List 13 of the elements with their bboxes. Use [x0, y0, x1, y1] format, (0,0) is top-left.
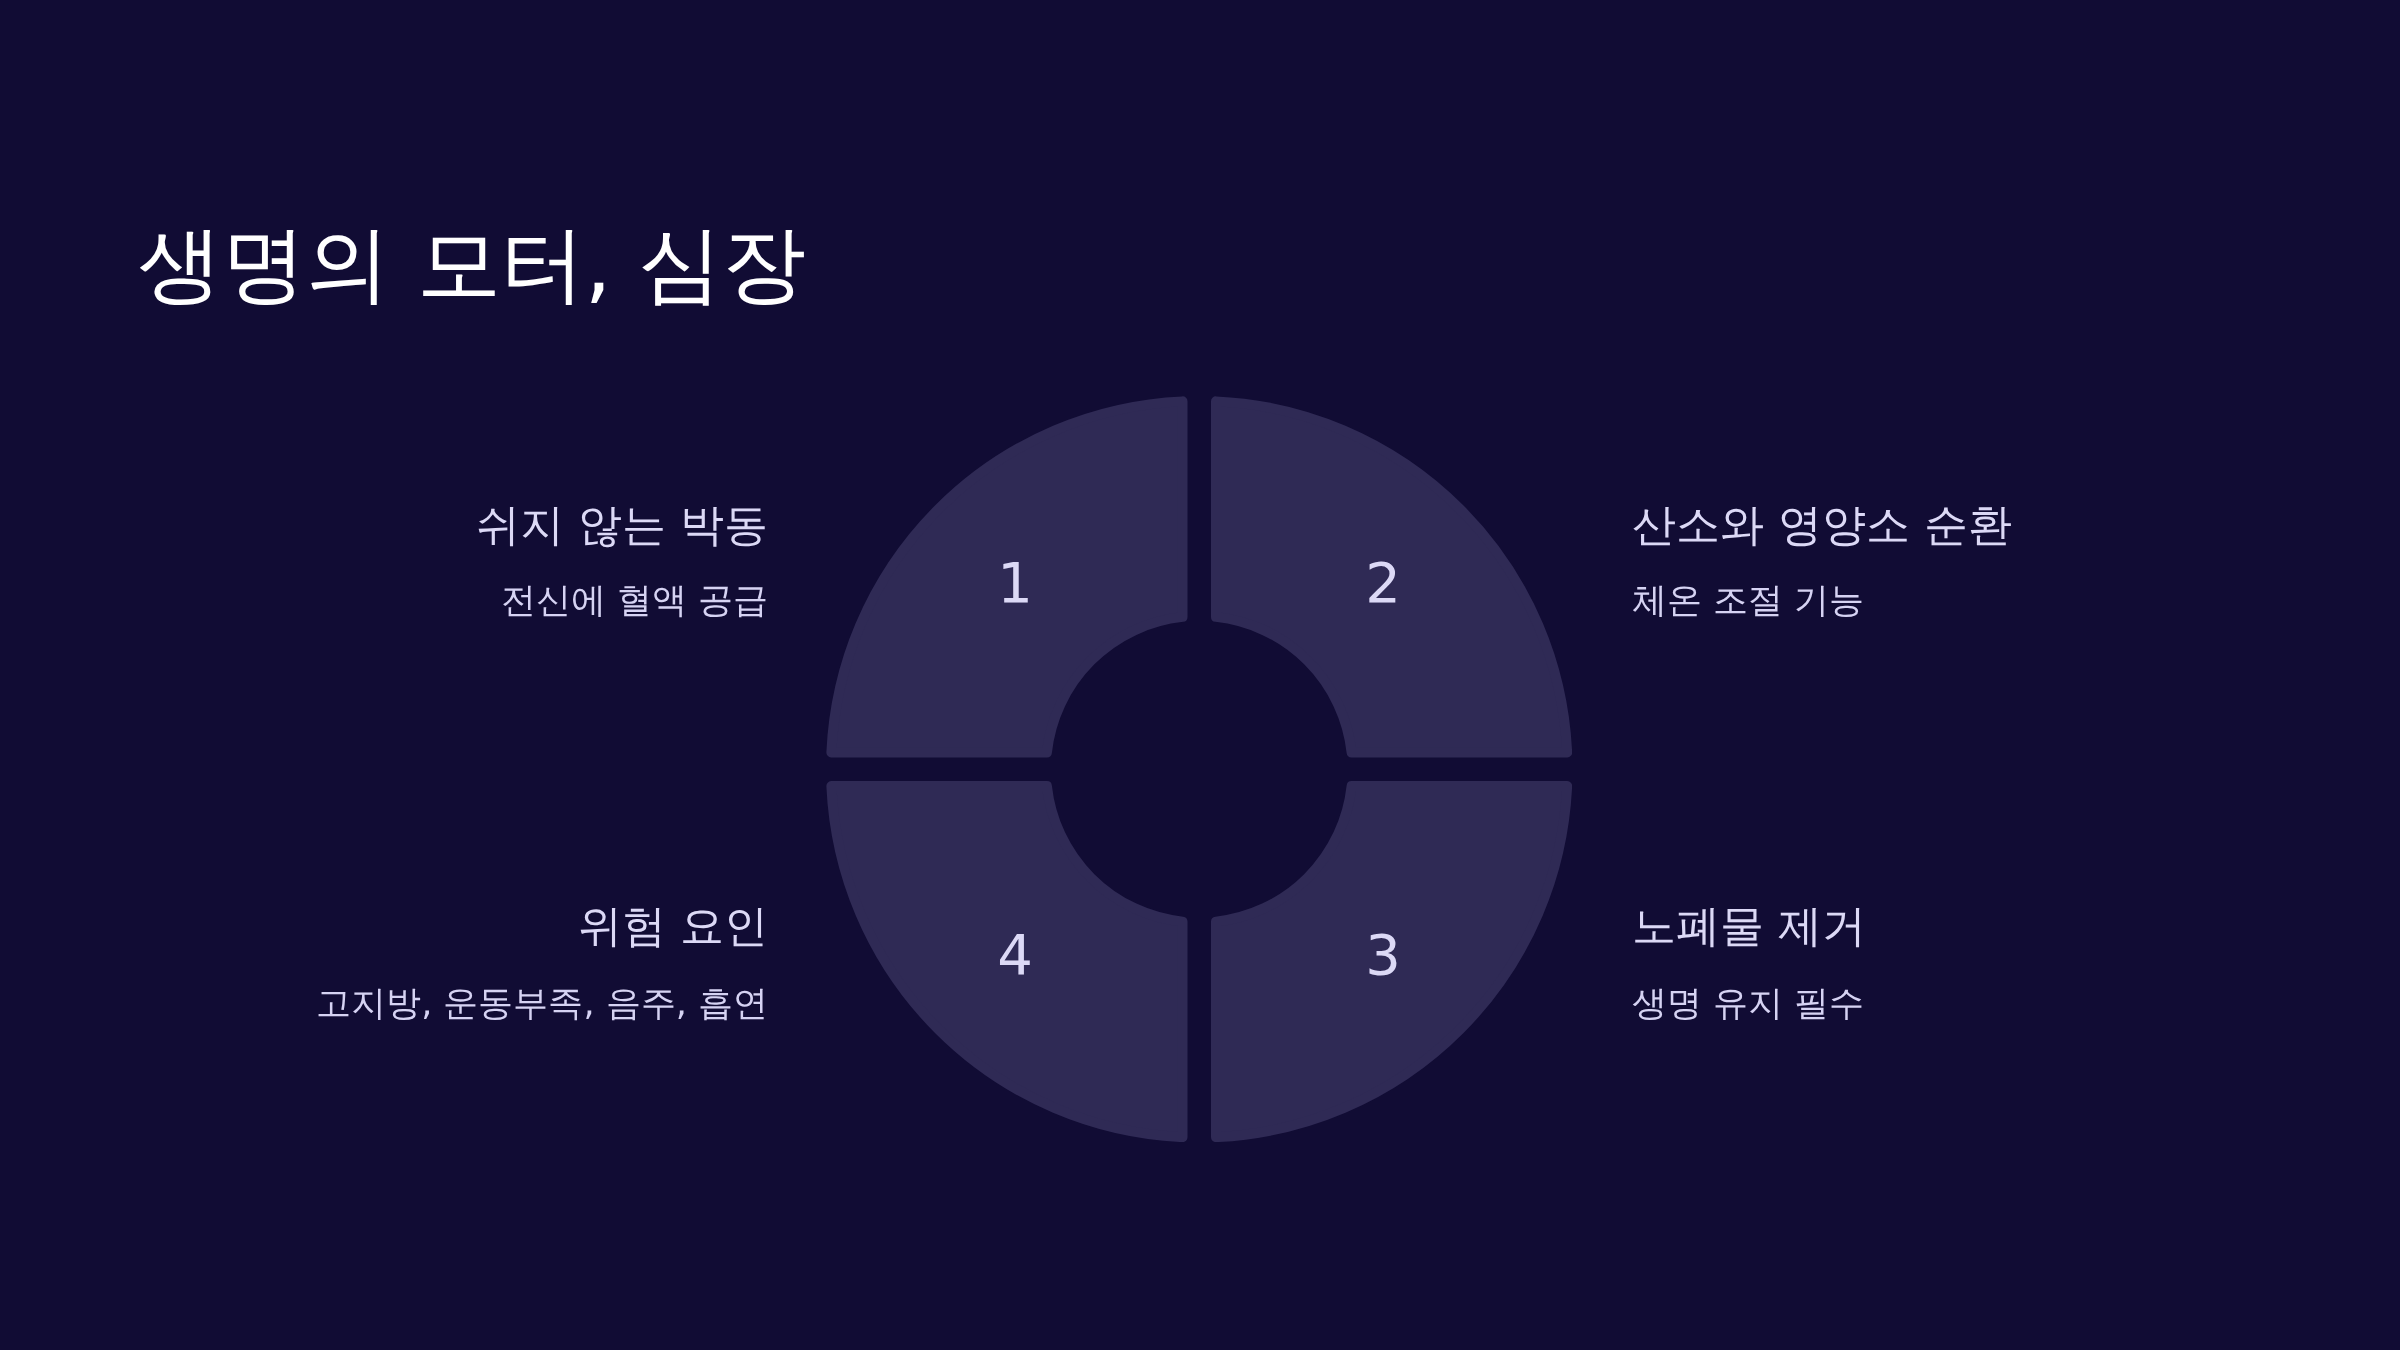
segment-heading: 쉬지 않는 박동 — [476, 498, 768, 552]
segment-description: 체온 조절 기능 — [1632, 579, 1865, 621]
segment-number: 3 — [1365, 924, 1401, 986]
segment-description: 고지방, 운동부족, 음주, 흡연 — [316, 982, 768, 1024]
segment-number: 1 — [997, 552, 1033, 614]
segment-heading: 위험 요인 — [578, 899, 768, 953]
slide-title: 생명의 모터, 심장 — [138, 214, 807, 315]
segment-description: 생명 유지 필수 — [1632, 982, 1865, 1024]
segment-description: 전신에 혈액 공급 — [500, 579, 768, 621]
segment-number: 2 — [1365, 552, 1401, 614]
segment-heading: 노폐물 제거 — [1632, 899, 1866, 953]
segment-number: 4 — [997, 924, 1033, 986]
segment-heading: 산소와 영양소 순환 — [1632, 498, 2012, 552]
